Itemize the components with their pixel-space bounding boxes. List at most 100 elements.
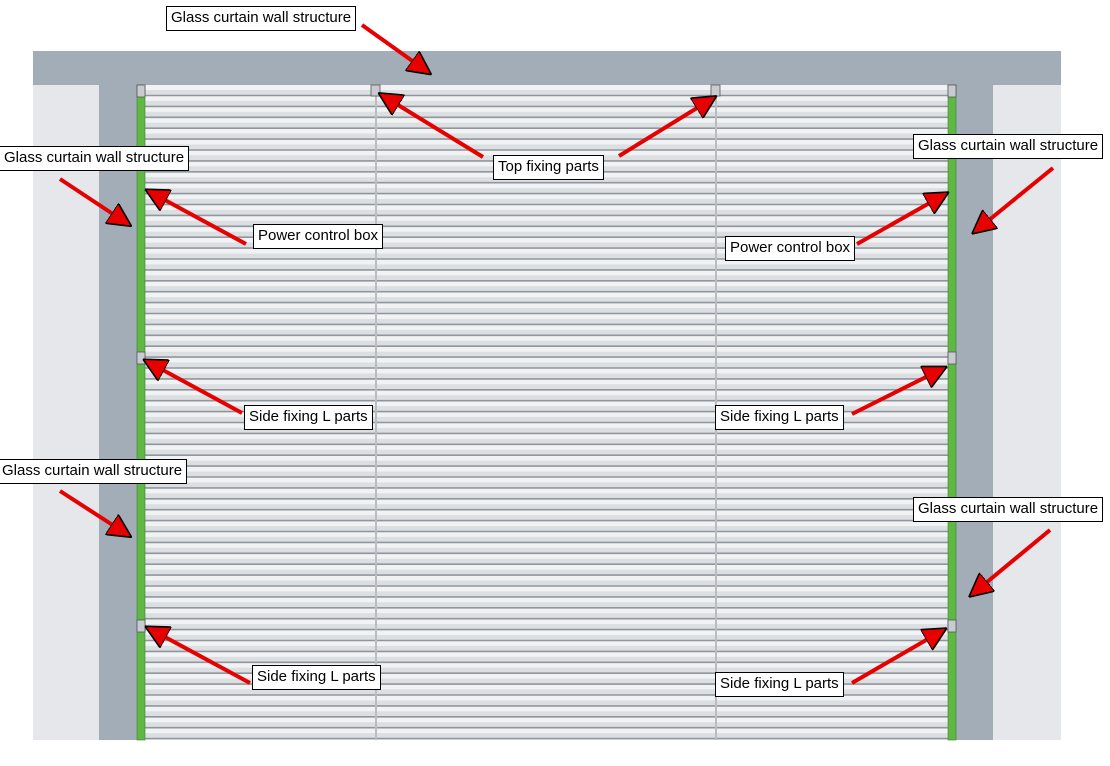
slat-band xyxy=(145,624,948,630)
slat-band xyxy=(145,711,948,717)
arrow-side-fix-right-lower xyxy=(850,632,940,685)
label-side-fix-right-lower: Side fixing L parts xyxy=(715,672,844,697)
slat-band xyxy=(145,504,948,510)
slat-band xyxy=(145,395,948,401)
slat-band xyxy=(145,569,948,575)
slat-band xyxy=(145,144,948,150)
shutter-slats xyxy=(145,90,948,740)
slat-band xyxy=(145,188,948,194)
slat-band xyxy=(145,656,948,662)
slat-band xyxy=(145,318,948,324)
arrow-power-box-right xyxy=(856,196,942,246)
slat-band xyxy=(145,220,948,226)
slat-band xyxy=(145,111,948,117)
slat-band xyxy=(145,231,948,237)
slat-band xyxy=(145,613,948,619)
slat-band xyxy=(145,362,948,368)
slat-band xyxy=(145,133,948,139)
slat-band xyxy=(145,417,948,422)
left-column xyxy=(99,85,137,740)
right-green-rail xyxy=(947,84,957,741)
slat-band xyxy=(145,329,948,335)
top-beam xyxy=(33,51,1061,85)
slat-band xyxy=(145,438,948,444)
slat-band xyxy=(145,384,948,390)
arrow-top-fixing-left xyxy=(385,97,485,159)
arrow-wall-right-upper xyxy=(978,166,1055,229)
label-side-fix-left-upper: Side fixing L parts xyxy=(244,405,373,430)
slat-band xyxy=(145,122,948,128)
slat-band xyxy=(145,667,948,673)
slat-band xyxy=(145,558,948,564)
slat-band xyxy=(145,199,948,204)
arrow-side-fix-left-lower xyxy=(152,630,251,685)
slat-band xyxy=(145,482,948,488)
slat-band xyxy=(145,449,948,455)
label-wall-left-lower: Glass curtain wall structure xyxy=(0,459,188,484)
slat-band xyxy=(145,275,948,281)
arrow-wall-left-lower xyxy=(58,489,125,533)
slat-band xyxy=(145,427,948,433)
slat-band xyxy=(145,515,948,521)
label-power-box-left: Power control box xyxy=(253,224,384,249)
label-side-fix-left-lower: Side fixing L parts xyxy=(252,665,381,690)
right-wall-panel xyxy=(993,85,1061,740)
slat-band xyxy=(145,645,948,651)
slat-band xyxy=(145,536,948,542)
slat-band xyxy=(145,580,948,586)
slat-band xyxy=(145,635,948,640)
slat-band xyxy=(145,602,948,608)
slat-band xyxy=(145,286,948,292)
callout-arrows xyxy=(58,23,1055,685)
label-side-fix-right-upper: Side fixing L parts xyxy=(715,405,844,430)
left-side-bracket-lower xyxy=(136,619,146,633)
slat-band xyxy=(145,406,948,412)
left-green-rail xyxy=(136,84,146,741)
right-column xyxy=(956,85,993,740)
slat-band xyxy=(145,100,948,106)
slat-band xyxy=(145,460,948,466)
slat-band xyxy=(145,722,948,728)
arrow-wall-right-lower xyxy=(975,528,1052,592)
slat-band xyxy=(145,242,948,248)
right-side-bracket-upper xyxy=(947,351,957,365)
slat-band xyxy=(145,493,948,499)
slat-band xyxy=(145,297,948,303)
top-left-corner-bracket xyxy=(136,84,146,98)
arrow-side-fix-left-upper xyxy=(150,363,243,415)
left-side-bracket-upper xyxy=(136,351,146,365)
label-wall-right-lower: Glass curtain wall structure xyxy=(913,497,1104,522)
label-power-box-right: Power control box xyxy=(725,236,856,261)
arrow-wall-left-upper xyxy=(58,177,125,222)
top-right-corner-bracket xyxy=(947,84,957,98)
slat-band xyxy=(145,471,948,477)
slat-band xyxy=(145,591,948,597)
slat-band xyxy=(145,209,948,215)
slat-band xyxy=(145,526,948,531)
arrow-top-fixing-right xyxy=(617,100,710,158)
slat-band xyxy=(145,700,948,706)
slat-band xyxy=(145,678,948,684)
arrow-power-box-left xyxy=(152,193,247,246)
arrow-side-fix-right-upper xyxy=(851,370,940,416)
top-fixing-part-left xyxy=(370,84,381,97)
slat-band xyxy=(145,308,948,313)
slat-band xyxy=(145,253,948,259)
slat-band xyxy=(145,90,948,95)
slat-band xyxy=(145,351,948,357)
slat-band xyxy=(145,340,948,346)
slat-band xyxy=(145,689,948,695)
arrow-wall-top xyxy=(360,23,425,70)
label-wall-right-upper: Glass curtain wall structure xyxy=(913,134,1104,159)
right-side-bracket-lower xyxy=(947,619,957,633)
slat-band xyxy=(145,733,948,739)
slat-band xyxy=(145,373,948,379)
slat-band xyxy=(145,547,948,553)
label-top-fixing: Top fixing parts xyxy=(493,155,604,180)
left-wall-panel xyxy=(33,85,99,740)
top-fixing-part-right xyxy=(710,84,721,97)
slat-band xyxy=(145,264,948,270)
label-wall-left-upper: Glass curtain wall structure xyxy=(0,146,190,171)
label-wall-top: Glass curtain wall structure xyxy=(166,6,357,31)
